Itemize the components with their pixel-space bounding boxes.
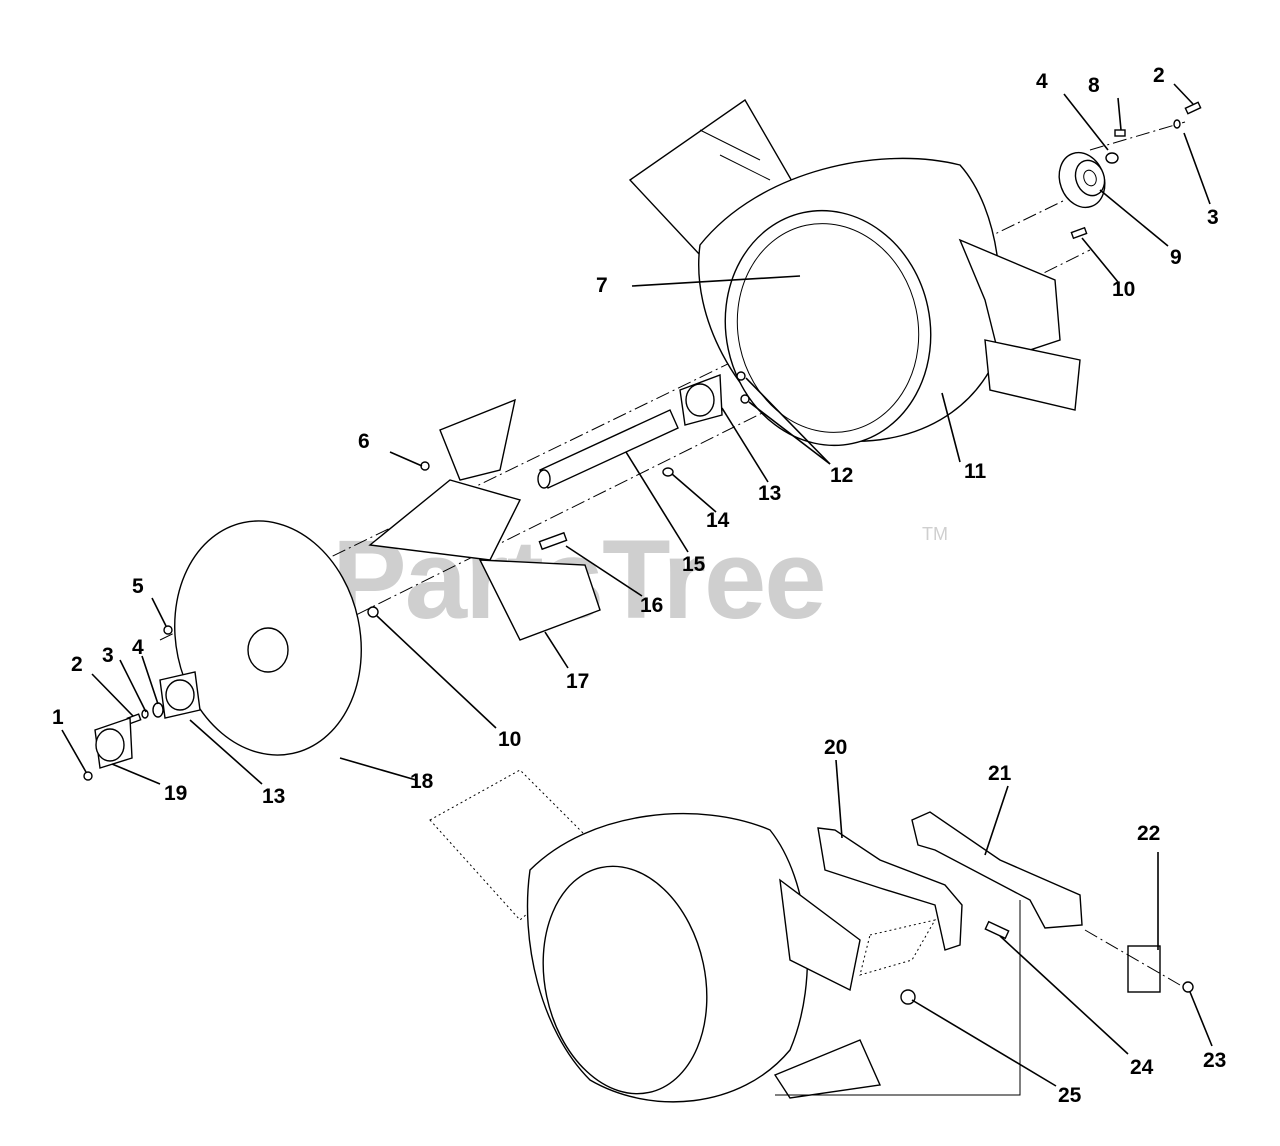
screw-10-top <box>1070 226 1088 240</box>
bearing-flange-13-mid <box>679 374 723 426</box>
bolt-2-top <box>1184 101 1202 115</box>
callout-15: 15 <box>682 553 706 576</box>
callout-24: 24 <box>1130 1056 1154 1079</box>
callout-3-left: 3 <box>102 644 114 667</box>
leader-lines <box>61 83 1213 1087</box>
callout-13-mid: 13 <box>758 482 781 505</box>
callout-16: 16 <box>640 594 663 617</box>
callout-2-top: 2 <box>1153 64 1165 87</box>
callout-2-left: 2 <box>71 653 83 676</box>
callout-25: 25 <box>1058 1084 1082 1107</box>
bearing-flange-13-left <box>159 671 201 719</box>
bracket-20-outline <box>859 919 937 976</box>
bearing-housing-19 <box>94 717 133 769</box>
shim-12-a <box>736 371 746 381</box>
callout-4-left: 4 <box>132 636 144 659</box>
assembly-guide-line <box>775 900 1021 1096</box>
callout-10-bottom: 10 <box>498 728 521 751</box>
back-plate-18 <box>174 520 362 756</box>
callout-11: 11 <box>964 460 987 483</box>
auger-shaft-15 <box>537 409 679 489</box>
plate-22 <box>1127 945 1161 993</box>
callout-7: 7 <box>596 274 608 297</box>
callout-13-left: 13 <box>262 785 285 808</box>
drive-pulley <box>1058 151 1106 209</box>
callout-10-top: 10 <box>1112 278 1135 301</box>
callout-19: 19 <box>164 782 187 805</box>
washer-4-left <box>152 702 164 718</box>
nut-5 <box>163 625 173 635</box>
setscrew-14 <box>662 467 674 477</box>
auger-housing-lower <box>429 769 882 1103</box>
washer-4-top <box>1105 152 1119 164</box>
callout-numbers: 4 8 2 3 9 10 7 11 12 13 14 15 6 16 17 5 … <box>52 64 1226 1107</box>
watermark-trademark: TM <box>922 524 948 544</box>
callout-22: 22 <box>1137 822 1160 845</box>
key-8 <box>1114 129 1126 137</box>
callout-6: 6 <box>358 430 370 453</box>
plate-center-line <box>1084 929 1181 986</box>
impeller-paddle-17 <box>368 398 601 641</box>
callout-21: 21 <box>988 762 1012 785</box>
shim-12-b <box>740 394 750 404</box>
callout-18: 18 <box>410 770 434 793</box>
callout-3-top: 3 <box>1207 206 1219 229</box>
lockwasher-3-top <box>1173 119 1181 129</box>
nut-23 <box>1182 981 1194 993</box>
nut-6 <box>420 461 430 471</box>
carriage-bolt-25 <box>900 989 916 1005</box>
auger-housing-upper <box>628 98 1081 447</box>
callout-9: 9 <box>1170 246 1182 269</box>
callout-1: 1 <box>52 706 64 729</box>
screw-10-left <box>367 606 379 618</box>
callout-4-top: 4 <box>1036 70 1048 93</box>
callout-20: 20 <box>824 736 847 759</box>
callout-8: 8 <box>1088 74 1100 97</box>
bracket-20 <box>817 827 963 951</box>
callout-17: 17 <box>566 670 589 693</box>
callout-23: 23 <box>1203 1049 1226 1072</box>
callout-14: 14 <box>706 509 730 532</box>
callout-5: 5 <box>132 575 144 598</box>
bracket-21 <box>911 811 1083 929</box>
callout-12: 12 <box>830 464 853 487</box>
bolt-16 <box>538 531 568 551</box>
bolt-24 <box>984 920 1010 940</box>
nut-1 <box>83 771 93 781</box>
